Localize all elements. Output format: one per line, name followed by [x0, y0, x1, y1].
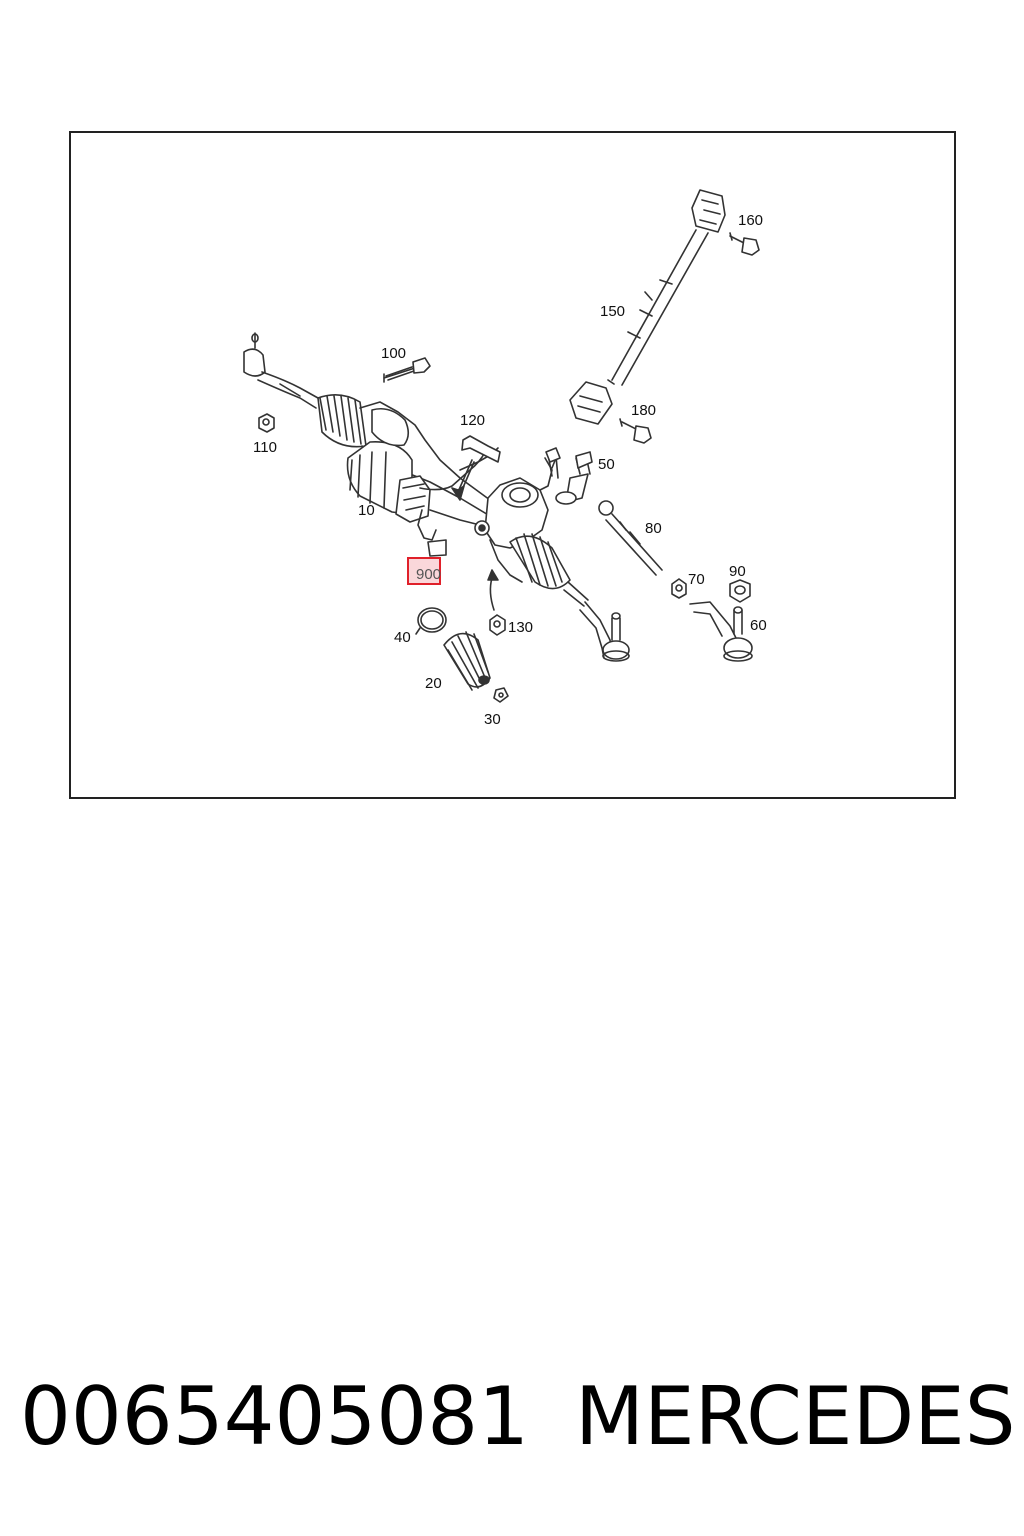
label-100: 100: [381, 345, 407, 362]
ring-40: [415, 607, 447, 635]
label-60: 60: [750, 617, 767, 634]
caption: 0065405081 MERCEDES: [0, 1372, 1024, 1462]
left-tie-rod-end: [243, 332, 319, 409]
nut-90: [729, 579, 751, 603]
sensor-900: [417, 509, 447, 557]
shaft-150: [569, 189, 726, 425]
inner-tie-rod-80: [598, 500, 663, 576]
label-90: 90: [729, 563, 746, 580]
label-70: 70: [688, 571, 705, 588]
clamp-120: [451, 435, 501, 501]
arrow-130: [487, 569, 499, 611]
rack-housing: [346, 401, 516, 529]
highlighted-part-900[interactable]: 900: [407, 557, 441, 585]
part-number: 0065405081: [20, 1370, 529, 1463]
pinion-50: [545, 447, 593, 505]
bolt-100: [383, 357, 431, 383]
label-40: 40: [394, 629, 411, 646]
label-30: 30: [484, 711, 501, 728]
label-80: 80: [645, 520, 662, 537]
rack-left-bellows: [317, 394, 367, 448]
label-20: 20: [425, 675, 442, 692]
nut-110: [258, 413, 275, 433]
tie-rod-end-60: [689, 601, 753, 662]
bolt-180: [619, 418, 652, 444]
brand-name: MERCEDES: [575, 1370, 1016, 1463]
label-130: 130: [508, 619, 534, 636]
label-110: 110: [253, 439, 277, 456]
label-900: 900: [416, 566, 442, 583]
boot-20: [443, 631, 491, 691]
clip-30: [493, 687, 509, 703]
right-tie-rod-end: [579, 601, 630, 662]
bolt-160: [729, 232, 760, 256]
label-120: 120: [460, 412, 486, 429]
nut-130: [489, 614, 506, 636]
label-10: 10: [358, 502, 375, 519]
nut-70: [671, 578, 687, 599]
rack-right-bellows: [509, 533, 589, 607]
label-180: 180: [631, 402, 657, 419]
label-50: 50: [598, 456, 615, 473]
label-160: 160: [738, 212, 764, 229]
diagram-frame: [69, 131, 956, 799]
label-150: 150: [600, 303, 626, 320]
